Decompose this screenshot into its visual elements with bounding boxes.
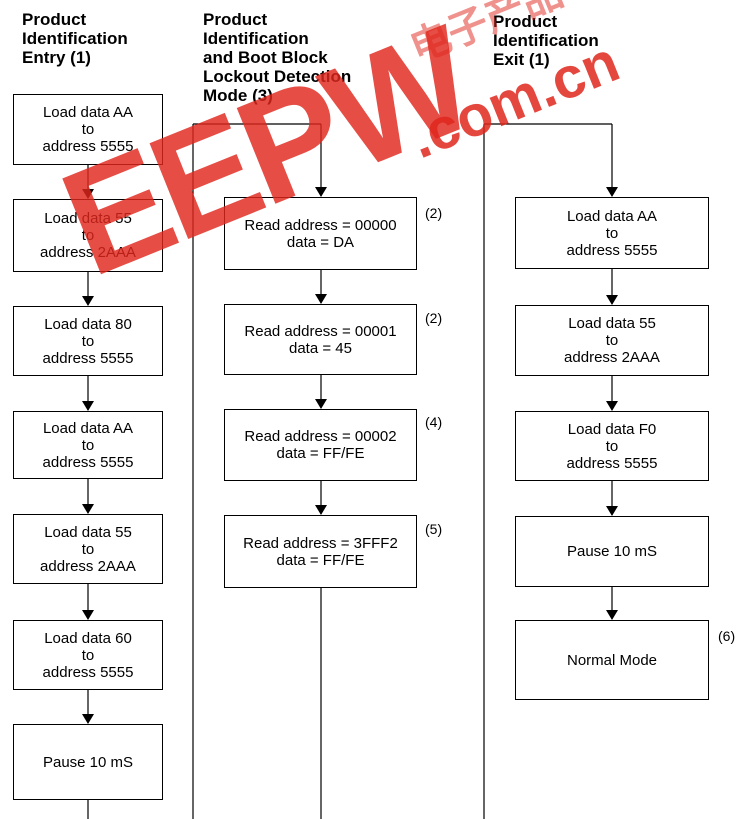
step-line: address 5555 — [566, 454, 658, 472]
step-line: to — [81, 436, 95, 454]
step-line: address 2AAA — [40, 557, 136, 575]
step-line: to — [81, 121, 95, 138]
exit-step-2: Load data 55 to address 2AAA — [515, 305, 709, 376]
detection-step-4: Read address = 3FFF2 data = FF/FE — [224, 515, 417, 588]
step-line: to — [81, 540, 95, 558]
step-line: Read address = 00000 — [244, 216, 397, 234]
detection-note-4: (5) — [425, 521, 443, 537]
entry-step-5: Load data 55 to address 2AAA — [13, 514, 163, 584]
step-line: Pause 10 mS — [566, 543, 658, 560]
detection-note-2: (2) — [425, 310, 443, 326]
step-line: Read address = 3FFF2 — [243, 534, 398, 552]
step-line: to — [605, 224, 619, 242]
step-line: Load data 55 — [568, 315, 656, 332]
detection-note-1: (2) — [425, 205, 443, 221]
step-line: Load data 80 — [44, 315, 132, 333]
step-line: address 5555 — [42, 349, 134, 367]
step-line: data = DA — [286, 233, 355, 251]
step-line: to — [605, 437, 619, 455]
step-line: Load data F0 — [567, 420, 657, 438]
entry-column-title: Product Identification Entry (1) — [22, 10, 128, 67]
entry-step-7: Pause 10 mS — [13, 724, 163, 800]
detection-note-3: (4) — [425, 414, 443, 430]
exit-note-5: (6) — [718, 628, 736, 644]
step-line: data = FF/FE — [276, 445, 365, 462]
step-line: to — [81, 227, 95, 244]
step-line: data = 45 — [289, 339, 352, 357]
detection-step-2: Read address = 00001 data = 45 — [224, 304, 417, 375]
step-line: data = FF/FE — [276, 551, 365, 569]
step-line: address 5555 — [566, 241, 658, 259]
step-line: address 2AAA — [40, 244, 136, 261]
entry-step-1: Load data AA to address 5555 — [13, 94, 163, 165]
step-line: Pause 10 mS — [42, 753, 134, 771]
step-line: Load data AA — [566, 207, 658, 225]
exit-step-3: Load data F0 to address 5555 — [515, 411, 709, 481]
exit-step-1: Load data AA to address 5555 — [515, 197, 709, 269]
step-line: Read address = 00002 — [244, 428, 397, 445]
step-line: address 2AAA — [564, 349, 660, 366]
step-line: Read address = 00001 — [244, 322, 397, 340]
step-line: Load data 55 — [44, 210, 132, 227]
entry-step-6: Load data 60 to address 5555 — [13, 620, 163, 690]
step-line: to — [81, 332, 95, 350]
entry-step-3: Load data 80 to address 5555 — [13, 306, 163, 376]
step-line: Load data AA — [42, 104, 134, 121]
step-line: to — [605, 332, 619, 349]
exit-step-4: Pause 10 mS — [515, 516, 709, 587]
step-line: address 5555 — [42, 138, 134, 155]
entry-step-2: Load data 55 to address 2AAA — [13, 199, 163, 272]
detection-column-title: Product Identification and Boot Block Lo… — [203, 10, 352, 105]
exit-column-title: Product Identification Exit (1) — [493, 12, 599, 69]
step-line: Load data 60 — [44, 629, 132, 647]
entry-step-4: Load data AA to address 5555 — [13, 411, 163, 479]
exit-step-5: Normal Mode — [515, 620, 709, 700]
step-line: address 5555 — [42, 663, 134, 681]
step-line: address 5555 — [42, 453, 134, 471]
detection-step-1: Read address = 00000 data = DA — [224, 197, 417, 270]
step-line: Load data 55 — [44, 523, 132, 541]
detection-step-3: Read address = 00002 data = FF/FE — [224, 409, 417, 481]
step-line: Normal Mode — [566, 651, 658, 669]
step-line: to — [81, 646, 95, 664]
step-line: Load data AA — [42, 419, 134, 437]
